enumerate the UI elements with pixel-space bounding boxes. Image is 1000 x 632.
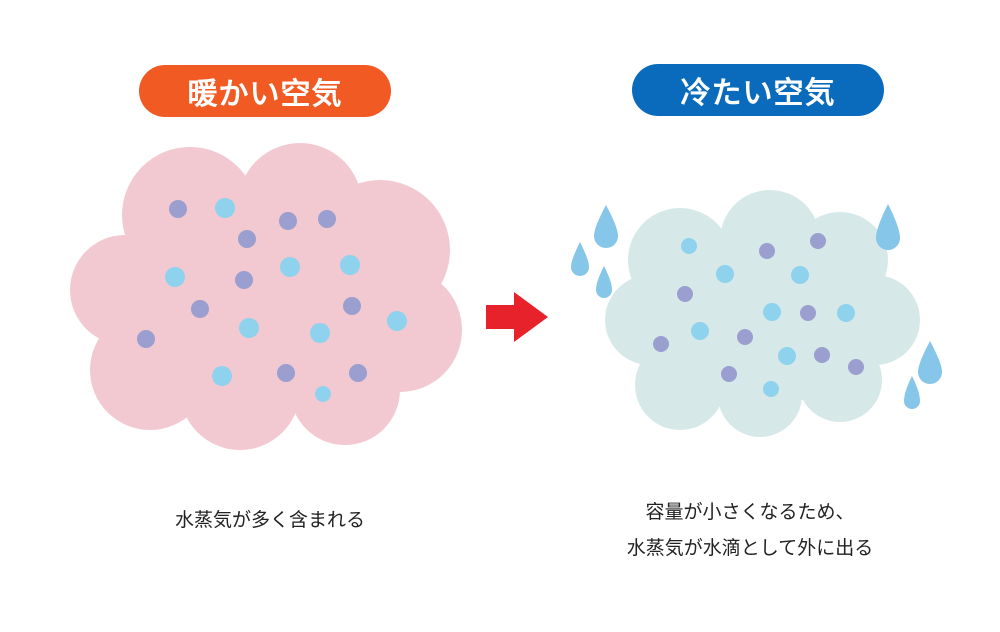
vapor-dot (212, 366, 232, 386)
vapor-dot (681, 238, 697, 254)
vapor-dot (763, 381, 779, 397)
warm-air-label: 暖かい空気 (139, 65, 391, 117)
vapor-dot (279, 212, 297, 230)
cold-air-title: 冷たい空気 (680, 76, 836, 111)
warm-dots (137, 198, 407, 402)
vapor-dot (137, 330, 155, 348)
water-drop-icon (876, 204, 900, 250)
vapor-dot (191, 300, 209, 318)
cold-cloud (605, 190, 920, 437)
vapor-dot (814, 347, 830, 363)
vapor-dot (165, 267, 185, 287)
vapor-dot (239, 318, 259, 338)
vapor-dot (778, 347, 796, 365)
vapor-dot (837, 304, 855, 322)
arrow-right-icon (486, 292, 548, 342)
vapor-dot (677, 286, 693, 302)
vapor-dot (716, 265, 734, 283)
water-drop-icon (571, 242, 589, 276)
vapor-dot (318, 210, 336, 228)
cold-caption-line-1: 容量が小さくなるため、 (645, 501, 855, 523)
water-drops (571, 204, 942, 409)
vapor-dot (800, 305, 816, 321)
vapor-dot (215, 198, 235, 218)
cold-caption-line-2: 水蒸気が水滴として外に出る (626, 537, 874, 560)
vapor-dot (759, 243, 775, 259)
vapor-dot (721, 366, 737, 382)
vapor-dot (349, 364, 367, 382)
vapor-dot (315, 386, 331, 402)
cold-dots (653, 233, 864, 397)
vapor-dot (653, 336, 669, 352)
vapor-dot (340, 255, 360, 275)
warm-caption-text: 水蒸気が多く含まれる (174, 509, 365, 531)
vapor-dot (169, 200, 187, 218)
warm-air-caption: 水蒸気が多く含まれる (90, 502, 450, 538)
vapor-dot (810, 233, 826, 249)
cold-air-label: 冷たい空気 (632, 64, 884, 116)
vapor-dot (310, 323, 330, 343)
vapor-dot (235, 271, 253, 289)
vapor-dot (691, 322, 709, 340)
warm-air-title: 暖かい空気 (187, 77, 343, 112)
warm-cloud (70, 143, 462, 450)
water-drop-icon (904, 376, 920, 409)
vapor-dot (238, 230, 256, 248)
vapor-dot (280, 257, 300, 277)
vapor-dot (848, 359, 864, 375)
vapor-dot (737, 329, 753, 345)
water-drop-icon (594, 205, 618, 248)
vapor-dot (277, 364, 295, 382)
vapor-dot (763, 303, 781, 321)
vapor-dot (343, 297, 361, 315)
vapor-dot (387, 311, 407, 331)
vapor-dot (791, 266, 809, 284)
water-drop-icon (596, 266, 612, 298)
cold-air-caption: 容量が小さくなるため、 水蒸気が水滴として外に出る (585, 494, 915, 566)
water-drop-icon (918, 341, 942, 384)
